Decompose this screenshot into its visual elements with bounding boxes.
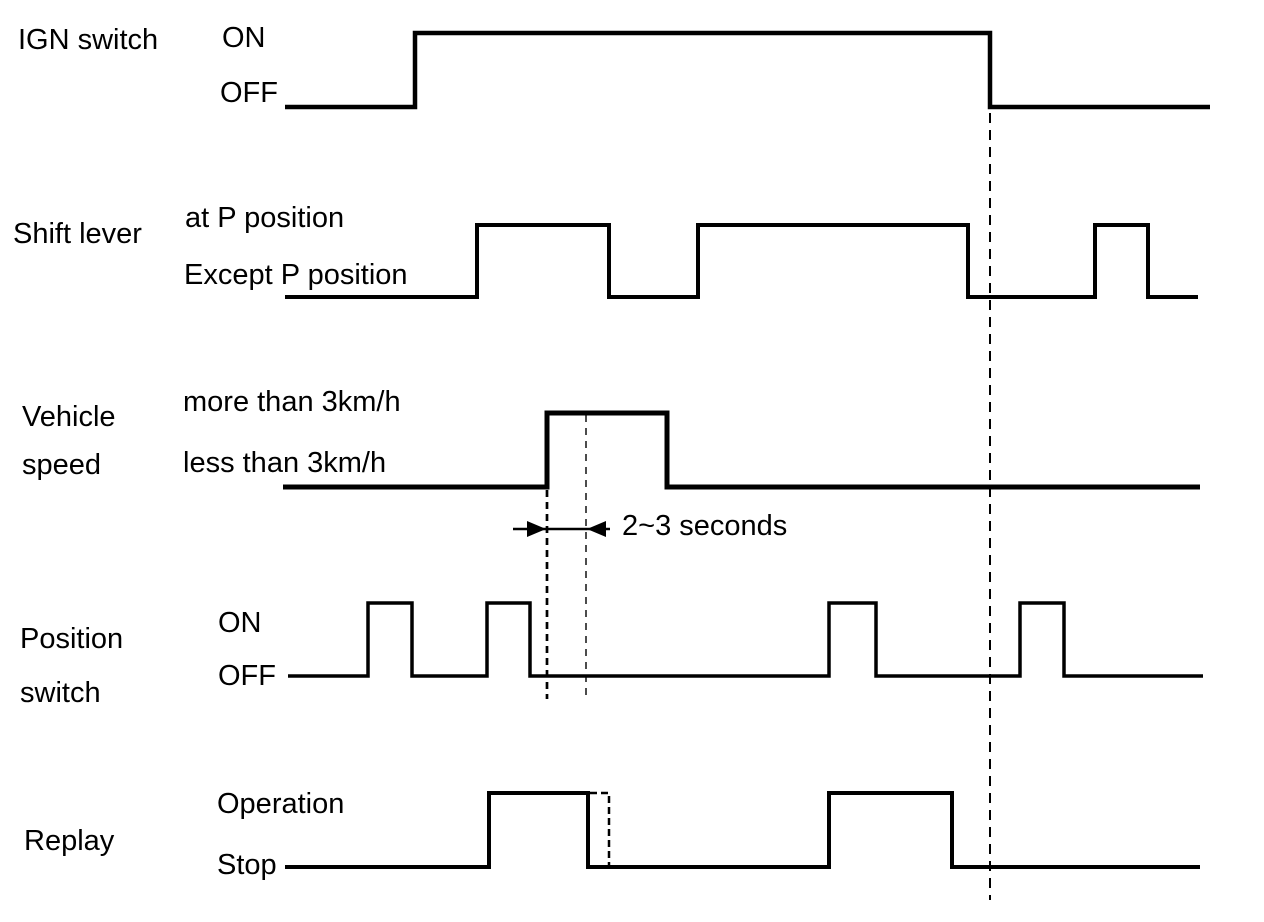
row-label-shift-lever: Shift lever [13,218,142,250]
vehicle-speed-waveform [283,410,1200,490]
level-label-more-than-3kmh: more than 3km/h [183,386,401,418]
level-label-operation: Operation [217,788,345,820]
row-label-replay: Replay [24,825,115,857]
level-label-position-off: OFF [218,660,276,692]
position-switch-waveform [288,601,1203,678]
ign-switch-waveform [285,30,1210,110]
duration-arrow-left [587,521,606,537]
level-label-less-than-3kmh: less than 3km/h [183,447,387,479]
level-label-position-on: ON [218,607,262,639]
row-label-position: Position [20,623,124,655]
row-label-ign-switch: IGN switch [18,24,159,56]
level-label-ign-off: OFF [220,77,278,109]
row-label-vehicle: Vehicle [22,401,116,433]
level-label-at-p-position: at P position [185,202,345,234]
level-label-except-p: Except P position [184,259,408,291]
level-label-stop: Stop [217,849,277,881]
row-label-switch: switch [20,677,101,709]
level-label-ign-on: ON [222,22,266,54]
replay-waveform [285,791,1200,869]
duration-annotation: 2~3 seconds [622,510,788,542]
duration-arrow-right [527,521,546,537]
shift-lever-waveform [285,223,1198,299]
row-label-speed: speed [22,449,102,481]
replay-dashed-extension [590,791,611,865]
